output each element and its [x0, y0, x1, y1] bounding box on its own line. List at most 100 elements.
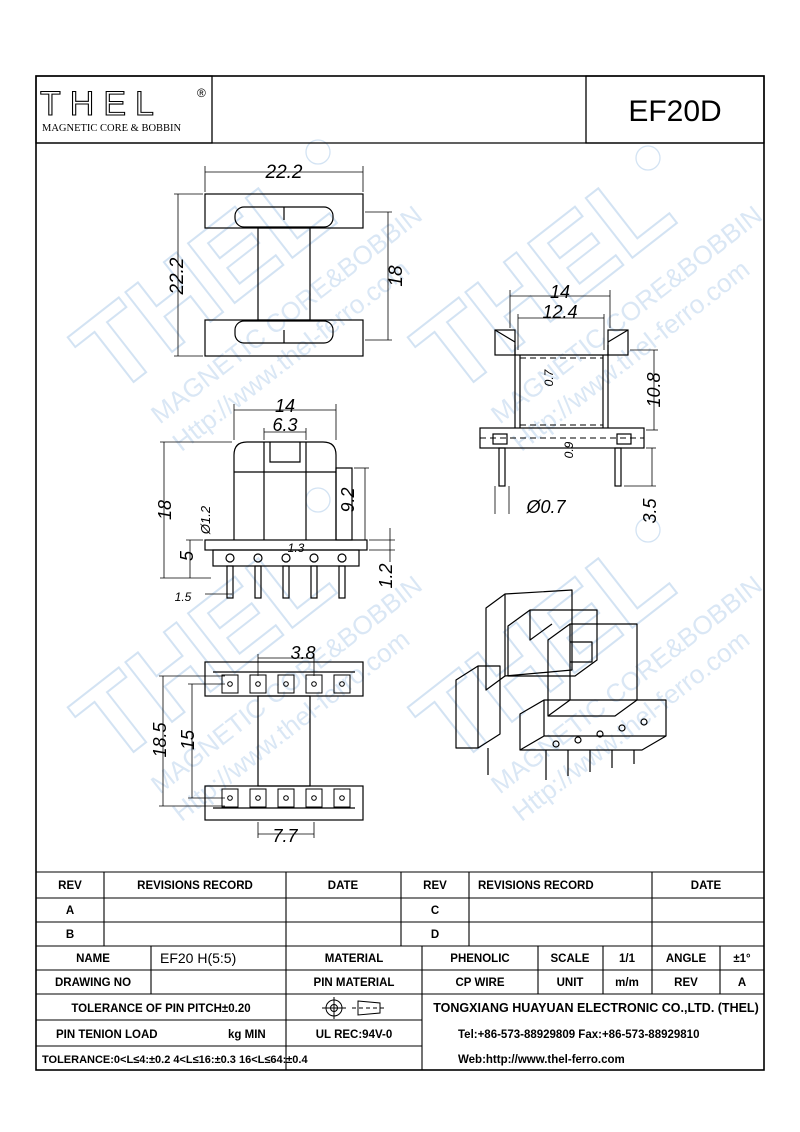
dim-top-width: 22.2	[265, 162, 303, 183]
dim-side-height: 18	[155, 500, 175, 520]
dim-top-inner: 18	[386, 265, 407, 287]
tb-rev-d: D	[431, 929, 439, 941]
dim-bottom-inner: 15	[178, 729, 198, 750]
tb-rev-header-2: REV	[423, 880, 447, 892]
tb-rev-c: C	[431, 905, 439, 917]
watermark-registered-mark	[305, 139, 331, 165]
top-view	[204, 193, 364, 357]
tb-unit-label: UNIT	[557, 977, 584, 989]
tb-revisions-header-2: REVISIONS RECORD	[478, 880, 594, 892]
iso-pin-head	[552, 740, 560, 748]
watermark-registered-mark	[635, 145, 661, 171]
right-flange-detail	[494, 329, 629, 343]
bottom-flange-lower	[204, 785, 364, 821]
side-hole	[309, 553, 319, 563]
side-pin	[338, 565, 346, 599]
tb-unit-value: m/m	[615, 977, 639, 989]
dim-pin-offset: 1.5	[175, 590, 192, 604]
tb-material-label: MATERIAL	[325, 953, 384, 965]
iso-core-edge	[529, 610, 553, 641]
tb-drawing-no-label: DRAWING NO	[55, 977, 131, 989]
side-pin	[254, 565, 262, 599]
tb-revisions-header: REVISIONS RECORD	[137, 880, 253, 892]
dim-top-height: 22.2	[167, 257, 188, 295]
title-block-text: REV REVISIONS RECORD DATE REV REVISIONS …	[42, 880, 759, 1066]
side-pin	[282, 565, 290, 599]
tb-rev-a: A	[66, 905, 74, 917]
tb-tolerance: TOLERANCE:0<L≤4:±0.2 4<L≤16:±0.3 16<L≤64…	[42, 1054, 308, 1066]
dim-pin-spacing: 1.3	[288, 541, 305, 555]
tb-name-label: NAME	[76, 953, 110, 965]
dim-bottom-outer: 18.5	[150, 722, 170, 758]
dim-pin-length: 3.5	[640, 498, 660, 524]
tb-rev-label: REV	[674, 977, 698, 989]
side-view-dimensions	[160, 404, 395, 595]
iso-right-base-edge	[519, 700, 666, 751]
watermark-registered-mark	[635, 517, 661, 543]
logo-box	[35, 75, 213, 144]
tb-rev-value: A	[738, 977, 746, 989]
right-flange-right	[607, 329, 629, 356]
sheet-border	[35, 75, 765, 1071]
watermark-registered-mark	[305, 487, 331, 513]
side-slot	[269, 442, 301, 463]
tb-pin-material-label: PIN MATERIAL	[314, 977, 395, 989]
tb-company: TONGXIANG HUAYUAN ELECTRONIC CO.,LTD. (T…	[433, 1001, 758, 1015]
dim-body: 9.2	[338, 487, 358, 512]
right-base-slot	[492, 433, 508, 445]
right-view-dimensions	[494, 290, 658, 514]
dim-right-outer: 14	[550, 282, 570, 302]
top-flange-lower	[204, 319, 364, 357]
side-pin	[310, 565, 318, 599]
side-view	[204, 441, 368, 599]
part-number-box	[585, 75, 765, 144]
side-hole	[253, 553, 263, 563]
logo-registered: ®	[197, 86, 206, 100]
right-pin-left	[498, 447, 506, 487]
right-view-dashes	[480, 357, 644, 439]
tb-scale-label: SCALE	[551, 953, 590, 965]
right-pin-right	[614, 447, 622, 487]
dim-bottom-pitch: 3.8	[290, 643, 315, 663]
dim-right-inner: 12.4	[542, 302, 577, 322]
side-hole	[281, 553, 291, 563]
dim-base-height: 5	[177, 550, 197, 561]
right-flange-left	[494, 329, 516, 356]
side-hole	[337, 553, 347, 563]
isometric-view	[455, 589, 667, 780]
side-hole	[225, 553, 235, 563]
iso-pin-head	[574, 736, 582, 744]
iso-pin-head	[618, 724, 626, 732]
dim-right-gap: 0.7	[542, 368, 556, 386]
right-base-slot	[616, 433, 632, 445]
tb-rev-header: REV	[58, 880, 82, 892]
dim-pin-dia: Ø0.7	[525, 497, 566, 517]
logo-subtitle: MAGNETIC CORE & BOBBIN	[42, 123, 182, 134]
dim-right-base: 0.9	[562, 441, 576, 458]
tb-tolerance-pitch: TOLERANCE OF PIN PITCH±0.20	[71, 1003, 250, 1015]
dim-side-width: 14	[275, 396, 295, 416]
dim-side-inner: 6.3	[272, 415, 297, 435]
tb-scale-value: 1/1	[619, 953, 636, 965]
dim-right-height: 10.8	[644, 372, 664, 407]
iso-pin-head	[640, 718, 648, 726]
dim-hole-dia: Ø1.2	[198, 505, 213, 535]
top-view-dimensions	[174, 166, 392, 357]
iso-pin-head	[596, 730, 604, 738]
tb-name-value: EF20 H(5:5)	[160, 950, 236, 966]
tb-pin-material-value: CP WIRE	[456, 977, 505, 989]
tb-web: Web:http://www.thel-ferro.com	[458, 1054, 625, 1066]
tb-pin-tension: PIN TENION LOAD	[56, 1029, 158, 1041]
dim-pin-thickness: 1.2	[376, 563, 396, 588]
dim-bottom-width: 7.7	[272, 826, 298, 846]
title-block	[36, 871, 764, 1070]
bottom-view-dimensions	[159, 654, 315, 838]
projection-symbol-icon	[322, 997, 386, 1019]
tb-rev-b: B	[66, 929, 74, 941]
side-body	[233, 441, 337, 540]
tb-date-header-2: DATE	[691, 880, 722, 892]
tb-material-value: PHENOLIC	[450, 953, 509, 965]
logo: THEL ® MAGNETIC CORE & BOBBIN	[35, 75, 213, 144]
tb-date-header: DATE	[328, 880, 359, 892]
